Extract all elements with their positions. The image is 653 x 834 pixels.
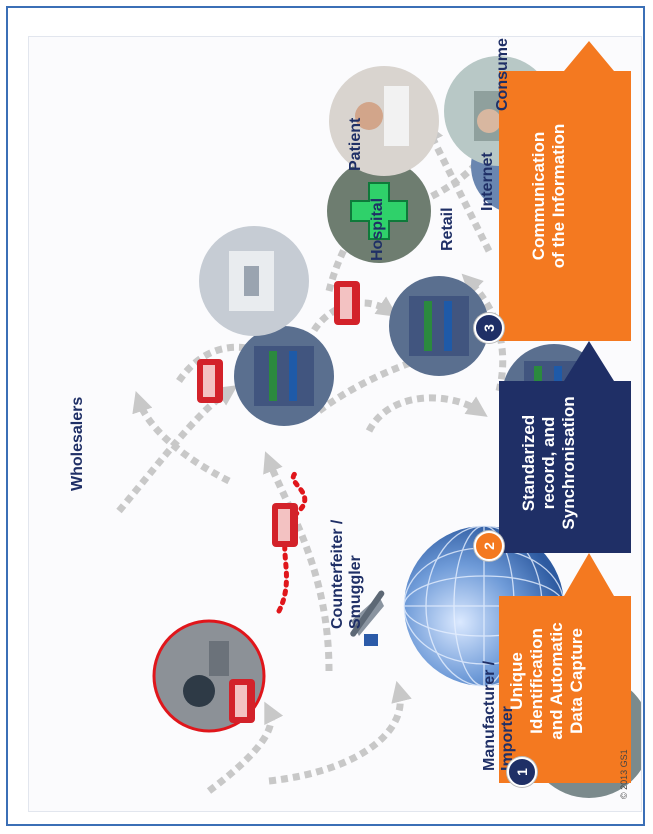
arrow-wh-internet <box>365 394 488 433</box>
copyright-text: © 2013 GS1 <box>619 749 629 799</box>
step-3-chevron <box>499 41 631 341</box>
step-2-chevron <box>499 341 631 553</box>
actor-label-patient: Patient <box>347 117 364 171</box>
actor-label-hospital: Hospital <box>369 197 386 261</box>
rotated-diagram: Manufacturer / Importer Wholesalers Inte… <box>29 37 641 811</box>
actor-label-wholesalers: Wholesalers <box>69 396 86 491</box>
actor-label-retail: Retail <box>439 207 456 251</box>
step-1-number: 1 <box>507 757 537 787</box>
step-1-chevron <box>499 553 631 783</box>
warehouse-image-2 <box>389 276 489 376</box>
arrow-to-internet <box>316 343 460 414</box>
step-3-label: Communication of the Information <box>529 123 568 269</box>
truck-icon-2 <box>272 503 298 547</box>
step-3-number: 3 <box>474 313 504 343</box>
arrow-to-patient <box>424 121 493 253</box>
step-2-number: 2 <box>474 531 504 561</box>
truck-icon-1 <box>229 679 255 723</box>
hospital-image <box>199 226 309 336</box>
figure-frame: Manufacturer / Importer Wholesalers Inte… <box>6 6 645 826</box>
arrow-mfr-to-plane <box>268 680 412 785</box>
counterfeit-path <box>276 468 308 614</box>
step-1-label: Unique Identification and Automatic Data… <box>507 622 586 740</box>
actor-label-internet: Internet <box>479 152 496 211</box>
diagram-graphics <box>116 41 641 798</box>
truck-icon-3 <box>197 359 223 403</box>
actor-label-counterfeiter: Counterfeiter / Smuggler <box>329 519 364 629</box>
step-2-label: Standarized record, and Synchronisation <box>519 396 578 530</box>
patient-image <box>329 66 439 176</box>
truck-icon-4 <box>334 281 360 325</box>
warehouse-image-3 <box>234 326 334 426</box>
supply-chain-slide: Manufacturer / Importer Wholesalers Inte… <box>28 36 642 812</box>
actor-label-consumer: Consumer <box>494 36 511 111</box>
airplane-icon <box>350 590 385 646</box>
step-chevrons <box>499 41 631 783</box>
arrow-wholesaler-down <box>116 385 238 514</box>
arrow-hosp <box>461 273 507 392</box>
arrow-plane-to-wholesaler <box>263 451 333 672</box>
pharmacy-image <box>327 159 431 263</box>
arrow-mfr-to-truck <box>206 701 284 794</box>
arrow-wh-hospital <box>132 391 231 485</box>
